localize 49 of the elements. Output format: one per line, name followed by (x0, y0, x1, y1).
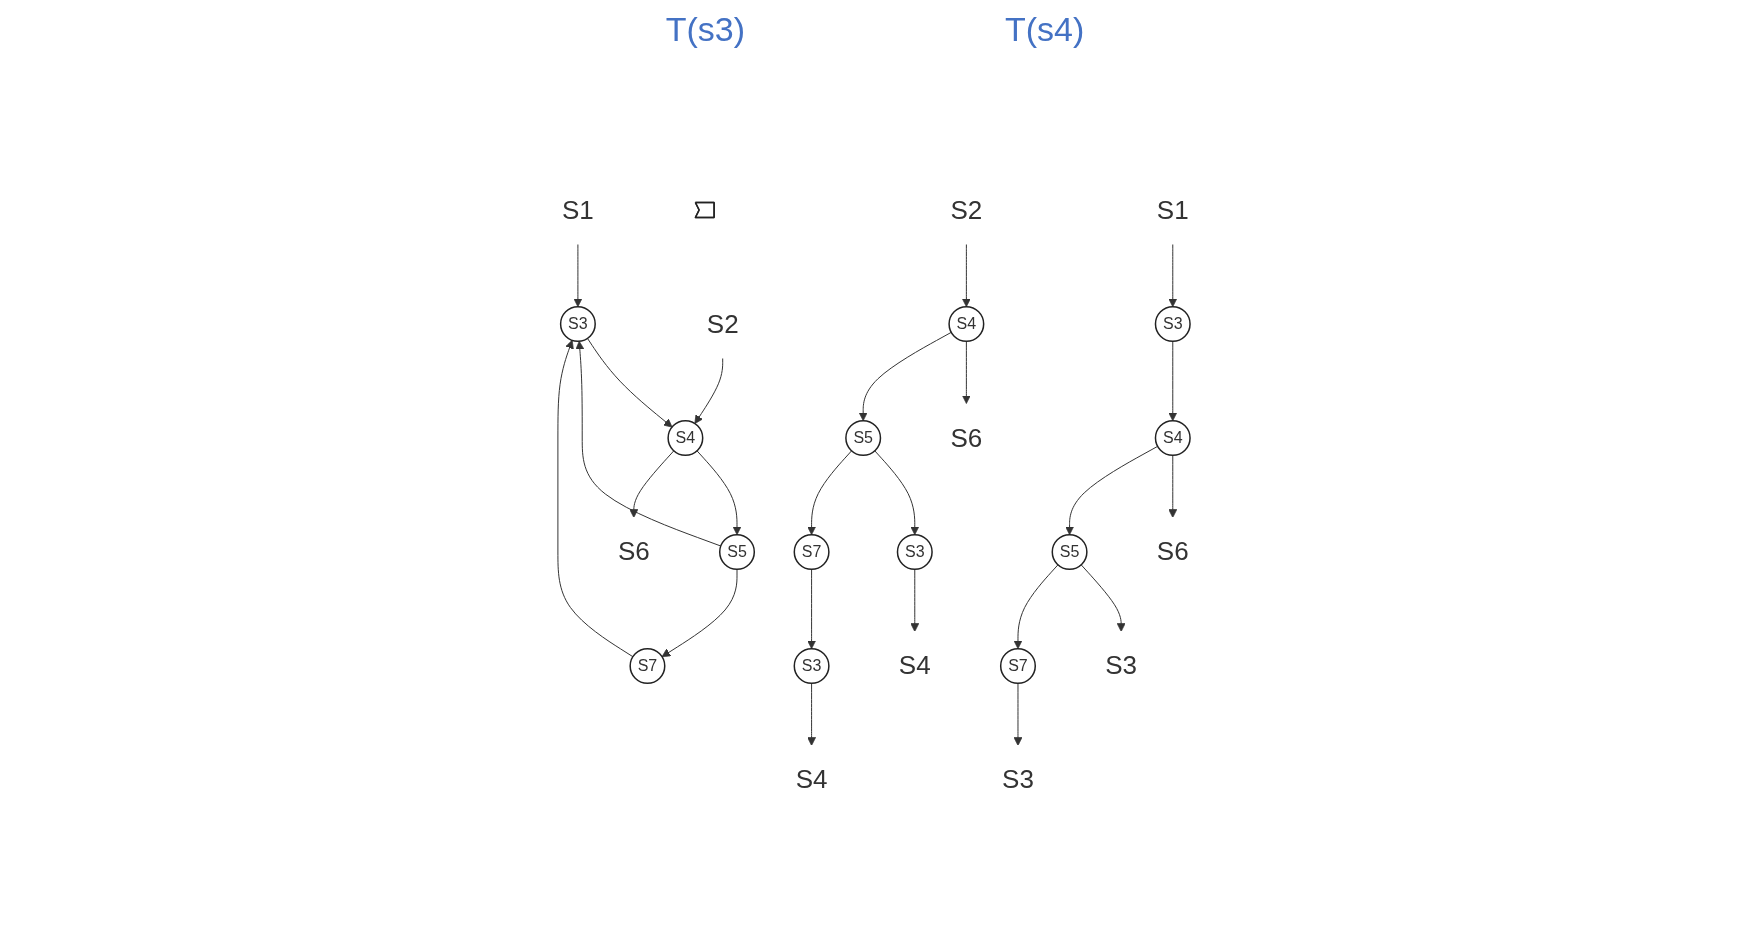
node-circle: S3 (1154, 305, 1191, 343)
node-text: S6 (1156, 536, 1189, 567)
arrow (1168, 244, 1177, 308)
node-circle: S7 (999, 647, 1036, 685)
arrow (629, 450, 674, 518)
arrow (1013, 564, 1059, 650)
node-circle: S3 (896, 533, 933, 571)
arrow (1013, 682, 1023, 746)
node-circle: S5 (718, 533, 755, 571)
arrow (694, 358, 723, 424)
node-text: S6 (617, 536, 650, 567)
arrow (873, 450, 919, 536)
node-circle: S3 (559, 305, 596, 343)
tree-heading: T(s4) (1005, 10, 1085, 49)
arrow (961, 340, 971, 404)
node-text: S1 (561, 194, 594, 225)
node-text: S2 (706, 308, 739, 339)
arrow (586, 337, 673, 428)
node-circle: S7 (629, 647, 666, 685)
arrow (575, 340, 721, 547)
node-circle: S3 (793, 647, 830, 685)
node-circle: S4 (667, 419, 704, 457)
arrow (1168, 454, 1177, 518)
arrow (1064, 445, 1158, 536)
node-text: S6 (950, 422, 982, 453)
node-text: S3 (1001, 764, 1034, 795)
node-text: S2 (950, 194, 982, 225)
node-circle: S4 (1154, 419, 1191, 457)
node-text: S4 (898, 650, 931, 681)
arrow (696, 450, 742, 536)
node-circle: S5 (1051, 533, 1088, 571)
node-circle: S7 (793, 533, 830, 571)
node-circle: S5 (844, 419, 881, 457)
arrow (1080, 564, 1126, 632)
arrow (573, 244, 582, 308)
arrow (910, 568, 919, 632)
tree-heading: T(s3) (665, 10, 745, 49)
node-text: S4 (795, 764, 828, 795)
arrow (557, 339, 634, 658)
arrow (1168, 340, 1177, 422)
node-text: S1 (1156, 194, 1189, 225)
arrow (806, 682, 816, 746)
arrow (806, 450, 852, 536)
node-text: S3 (1104, 650, 1137, 681)
arrow (858, 331, 952, 422)
arrow (961, 244, 971, 308)
arrow (661, 568, 738, 658)
node-circle: S4 (948, 305, 985, 343)
arrow (806, 568, 816, 650)
